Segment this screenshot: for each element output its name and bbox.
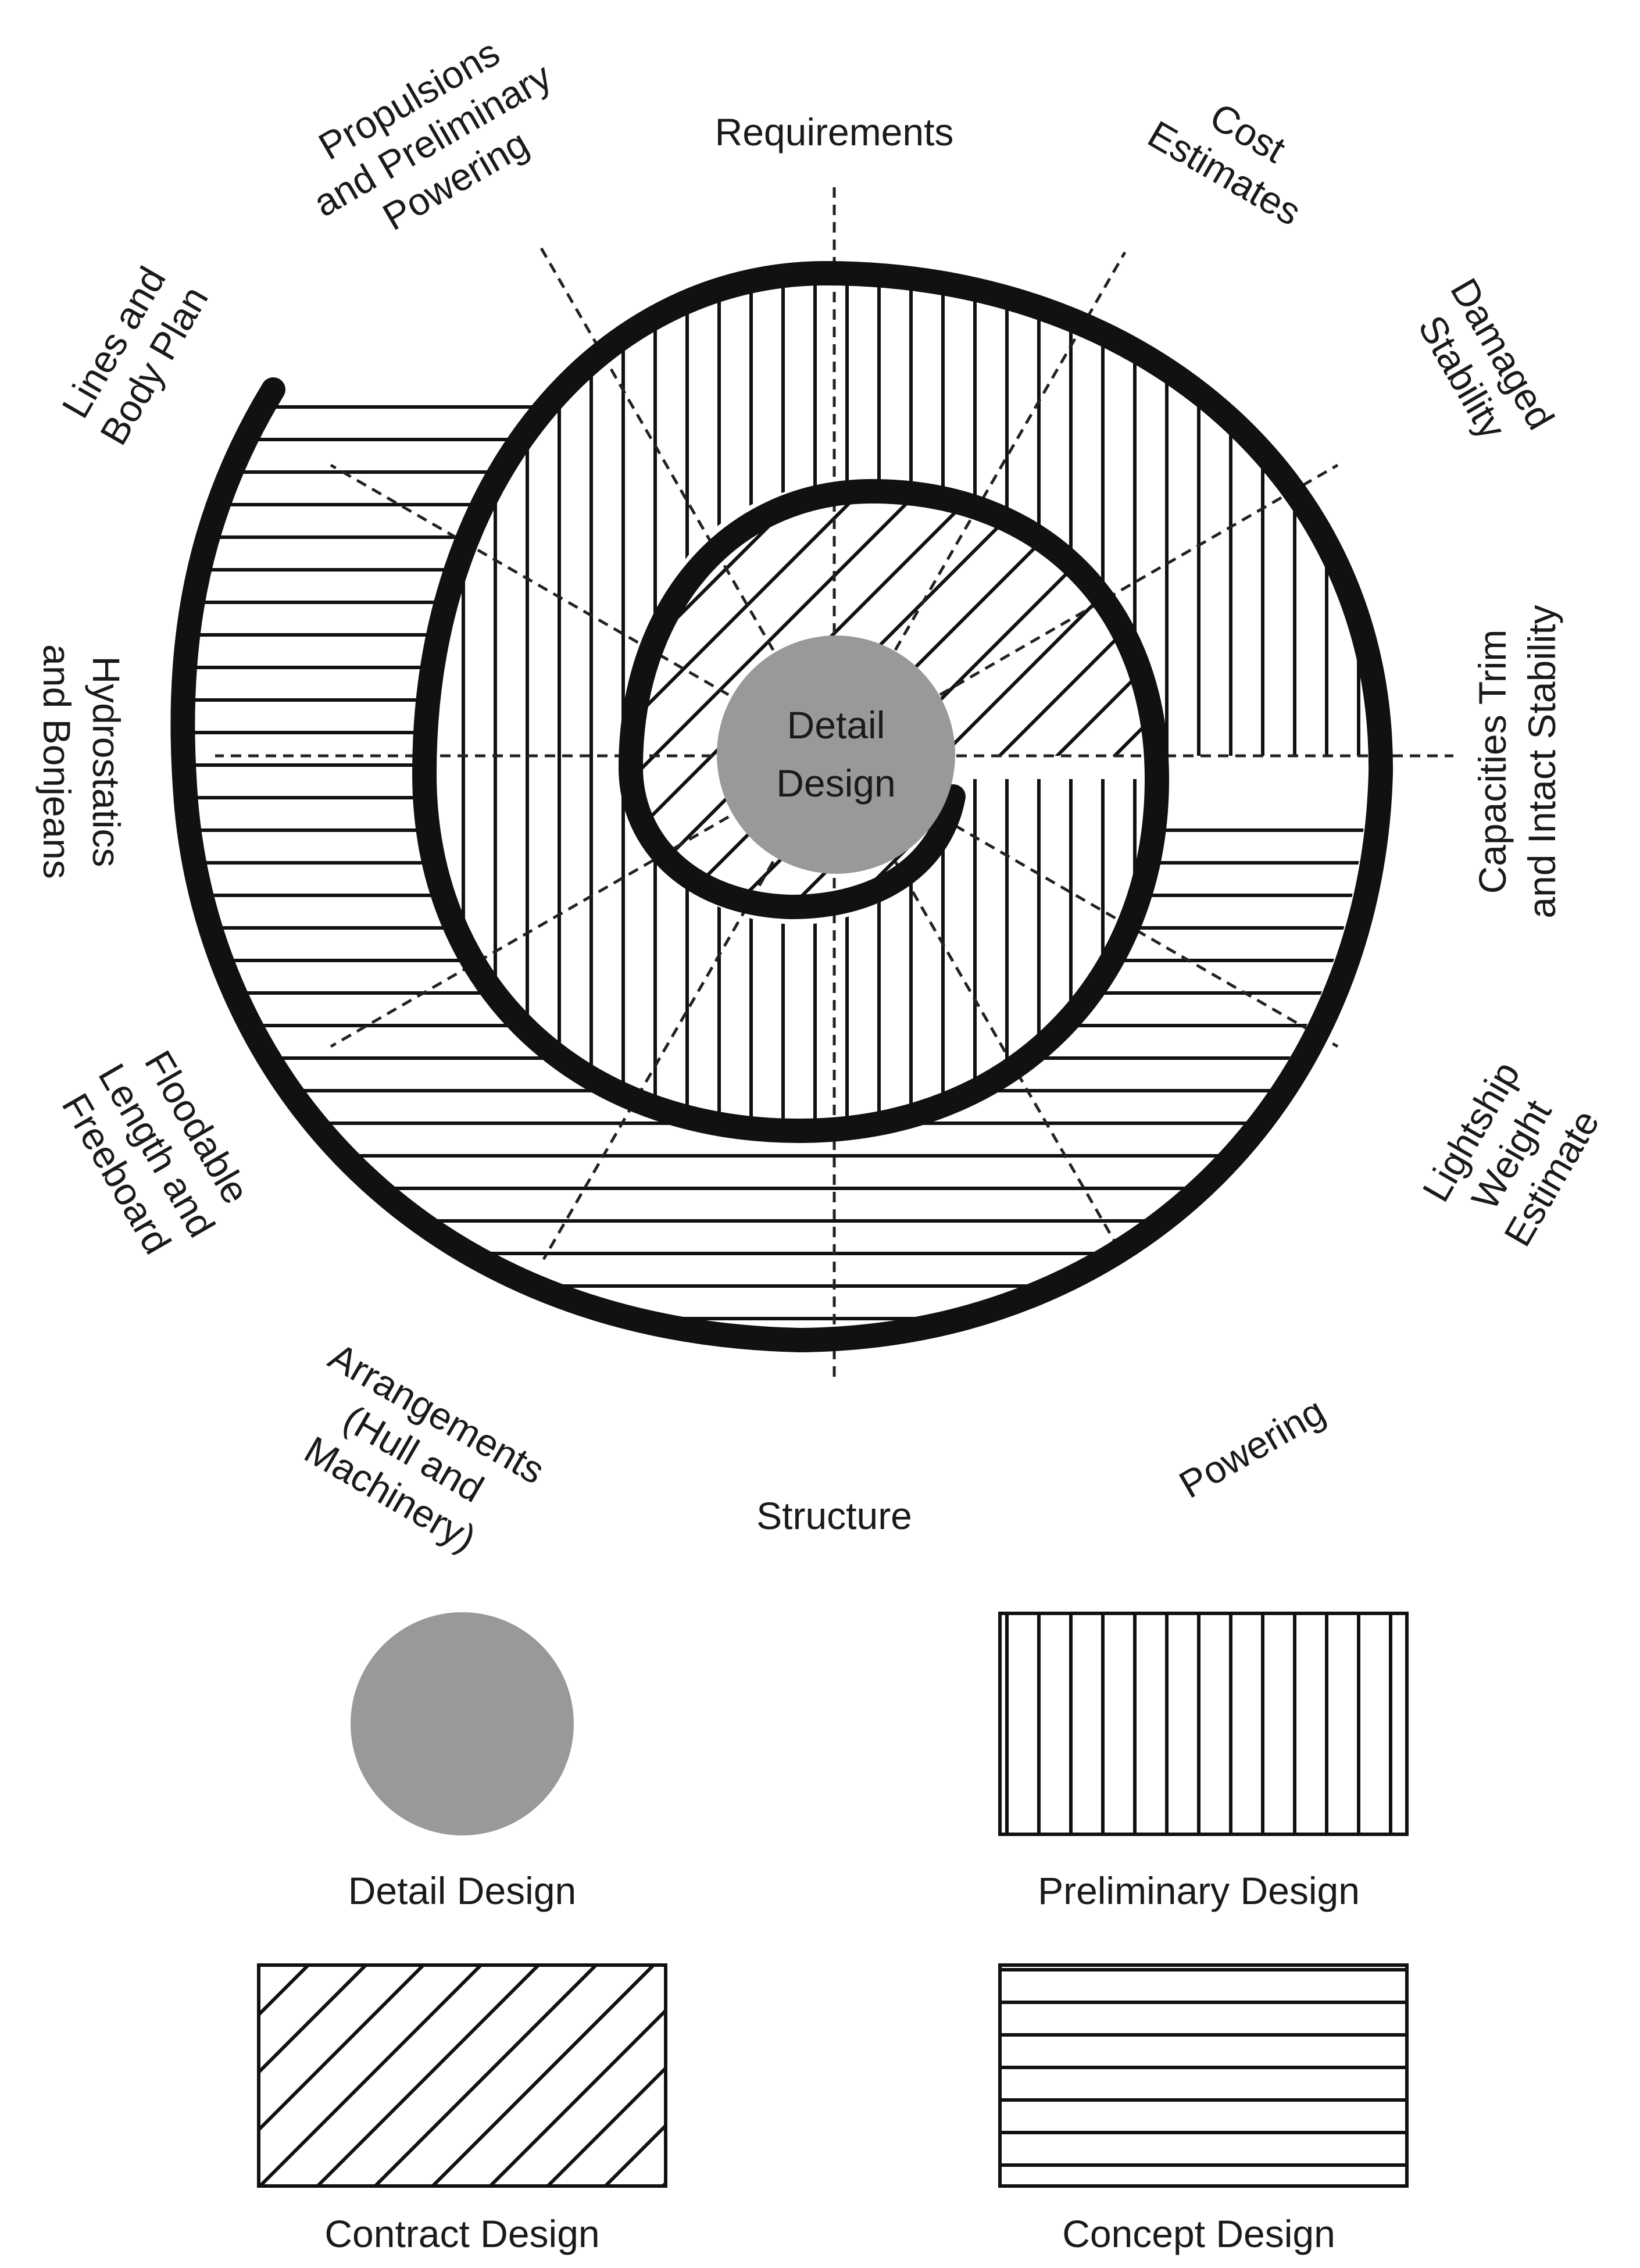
- legend-contract-swatch: [257, 1963, 667, 2188]
- legend-concept-swatch: [998, 1963, 1409, 2188]
- legend-detail-label: Detail Design: [348, 1869, 577, 1912]
- label-powering: Powering: [1172, 1389, 1332, 1506]
- label-floodable: Floodable Length and Freeboard: [53, 1043, 258, 1260]
- svg-text:and Bonjeans: and Bonjeans: [35, 644, 78, 879]
- legend-item-contract: Contract Design: [257, 1963, 667, 2255]
- label-requirements: Requirements: [715, 110, 954, 153]
- label-cost-estimates: Cost Estimates: [1141, 94, 1309, 234]
- label-capacities: Capacities Trim and Intact Stability: [1471, 605, 1563, 918]
- label-structure: Structure: [756, 1494, 912, 1537]
- svg-text:Powering: Powering: [1172, 1389, 1332, 1506]
- center-label-line1: Detail: [787, 703, 885, 747]
- center-detail-design: Detail Design: [717, 635, 955, 874]
- preliminary-design-region: [424, 273, 1378, 1131]
- legend: Detail Design Preliminary Design Contrac…: [257, 1612, 1409, 2255]
- label-hydrostatics: Hydrostatics and Bonjeans: [35, 644, 128, 879]
- legend-preliminary-swatch: [998, 1612, 1409, 1836]
- label-lightship: Lightship Weight Estimate: [1414, 1054, 1607, 1253]
- center-label-line2: Design: [776, 762, 895, 805]
- legend-contract-label: Contract Design: [324, 2212, 599, 2255]
- spoke-propulsions: [539, 247, 836, 757]
- legend-item-concept: Concept Design: [998, 1963, 1409, 2255]
- spiral-strokes: [170, 260, 1394, 1353]
- label-damaged-stability: Damaged Stability: [1410, 271, 1563, 446]
- legend-item-preliminary: Preliminary Design: [998, 1612, 1409, 1912]
- legend-item-detail: Detail Design: [348, 1612, 577, 1912]
- legend-detail-swatch: [351, 1612, 574, 1835]
- svg-text:Hydrostatics: Hydrostatics: [85, 656, 128, 867]
- label-lines-body-plan: Lines and Body Plan: [53, 259, 216, 452]
- label-propulsions: Propulsions and Preliminary Powering: [306, 31, 558, 239]
- svg-text:Capacities Trim: Capacities Trim: [1471, 630, 1514, 894]
- svg-text:and Intact Stability: and Intact Stability: [1520, 605, 1563, 918]
- detail-design-circle: [717, 635, 955, 874]
- legend-concept-label: Concept Design: [1062, 2212, 1335, 2255]
- concept-design-region: [183, 390, 1366, 1337]
- spiral-stroke-outer: [170, 260, 1394, 1353]
- legend-preliminary-label: Preliminary Design: [1038, 1869, 1360, 1912]
- label-arrangements: Arrangements (Hull and Machinery): [298, 1334, 552, 1560]
